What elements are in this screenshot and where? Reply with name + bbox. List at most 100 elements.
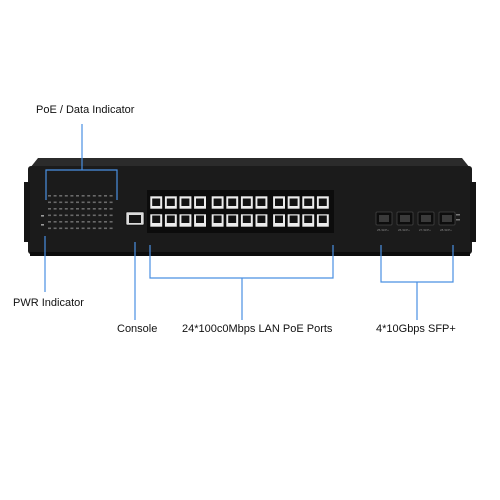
led-indicator — [76, 221, 79, 223]
rj45-port-jack — [228, 215, 237, 223]
rj45-port-jack — [196, 215, 204, 223]
led-indicator — [64, 201, 68, 204]
led-indicator — [70, 195, 74, 197]
led-indicator — [59, 195, 63, 197]
led-indicator — [76, 195, 79, 197]
led-indicator — [81, 208, 85, 210]
rj45-port-jack — [275, 198, 283, 206]
led-indicator — [64, 227, 68, 230]
sfp-port-slot — [442, 215, 452, 222]
led-indicator — [104, 208, 107, 210]
led-indicator — [87, 195, 91, 197]
led-indicator — [98, 214, 102, 217]
led-indicator — [109, 195, 113, 197]
chassis-bottom — [30, 252, 470, 256]
rj45-port-jack — [166, 198, 175, 206]
rj45-port-jack — [318, 198, 327, 206]
led-indicator — [48, 221, 51, 223]
led-indicator — [109, 221, 113, 223]
rj45-port-jack — [166, 215, 175, 223]
pwr-led — [41, 215, 44, 217]
led-indicator — [92, 201, 96, 204]
pwr-indicator-label: PWR Indicator — [13, 297, 84, 309]
rj45-port-jack — [242, 198, 251, 206]
led-indicator — [104, 201, 107, 204]
led-indicator — [104, 227, 107, 230]
led-indicator — [53, 208, 57, 210]
led-indicator — [92, 214, 96, 217]
led-indicator — [59, 227, 63, 230]
rj45-port-jack — [318, 215, 327, 223]
led-indicator — [48, 201, 51, 204]
rj45-port-jack — [289, 215, 298, 223]
lan-poe-ports-label: 24*100c0Mbps LAN PoE Ports — [182, 323, 333, 335]
led-indicator — [59, 214, 63, 217]
led-indicator — [98, 221, 102, 223]
chassis-top — [30, 158, 470, 168]
led-indicator — [81, 201, 85, 204]
led-indicator — [92, 227, 96, 230]
rj45-port-jack — [257, 215, 266, 223]
led-indicator — [109, 227, 113, 230]
console-label: Console — [117, 323, 158, 335]
led-indicator — [104, 195, 107, 197]
rj45-port-jack — [213, 198, 222, 206]
rj45-port-jack — [242, 215, 251, 223]
sfp-port-slot — [400, 215, 410, 222]
led-indicator — [70, 201, 74, 204]
led-indicator — [81, 214, 85, 217]
led-indicator — [92, 195, 96, 197]
led-indicator — [76, 201, 79, 204]
rj45-port-jack — [289, 198, 298, 206]
poe-data-led-matrix — [41, 195, 113, 230]
led-indicator — [98, 208, 102, 210]
rj45-port-jack — [152, 215, 161, 223]
led-indicator — [48, 195, 51, 197]
rj45-port-jack — [275, 215, 283, 223]
rj45-port-jack — [257, 198, 266, 206]
sfp-port-label: 25-SFP+ — [377, 228, 389, 232]
led-indicator — [70, 214, 74, 217]
led-indicator — [87, 221, 91, 223]
led-indicator — [48, 208, 51, 210]
rj45-port-jack — [213, 215, 222, 223]
led-indicator — [53, 195, 57, 197]
led-indicator — [92, 208, 96, 210]
led-indicator — [87, 227, 91, 230]
led-indicator — [48, 214, 51, 217]
rj45-port-jack — [304, 198, 313, 206]
rack-ear-left — [24, 182, 30, 242]
rj45-port-jack — [304, 215, 313, 223]
rack-ear-right — [470, 182, 476, 242]
led-indicator — [81, 227, 85, 230]
led-indicator — [70, 208, 74, 210]
led-indicator — [64, 208, 68, 210]
led-indicator — [109, 208, 113, 210]
led-indicator — [98, 201, 102, 204]
led-indicator — [53, 214, 57, 217]
led-indicator — [76, 208, 79, 210]
sfp-port-label: 27-SFP+ — [419, 228, 431, 232]
led-indicator — [48, 227, 51, 230]
led-indicator — [76, 214, 79, 217]
led-indicator — [64, 221, 68, 223]
sys-led — [41, 224, 44, 226]
rj45-port-jack — [228, 198, 237, 206]
sfp-port-slot — [379, 215, 389, 222]
led-indicator — [87, 214, 91, 217]
led-indicator — [70, 221, 74, 223]
led-indicator — [104, 221, 107, 223]
rj45-port-jack — [152, 198, 161, 206]
sfp-port-block: 25-SFP+26-SFP+27-SFP+28-SFP+ — [375, 211, 456, 232]
led-indicator — [59, 208, 63, 210]
led-indicator — [64, 214, 68, 217]
right-status-mark — [456, 219, 460, 221]
led-indicator — [53, 221, 57, 223]
led-indicator — [87, 201, 91, 204]
led-indicator — [109, 214, 113, 217]
rj45-port-jack — [181, 215, 190, 223]
console-port-hole — [129, 215, 141, 223]
led-indicator — [81, 221, 85, 223]
sfp-port-slot — [421, 215, 431, 222]
